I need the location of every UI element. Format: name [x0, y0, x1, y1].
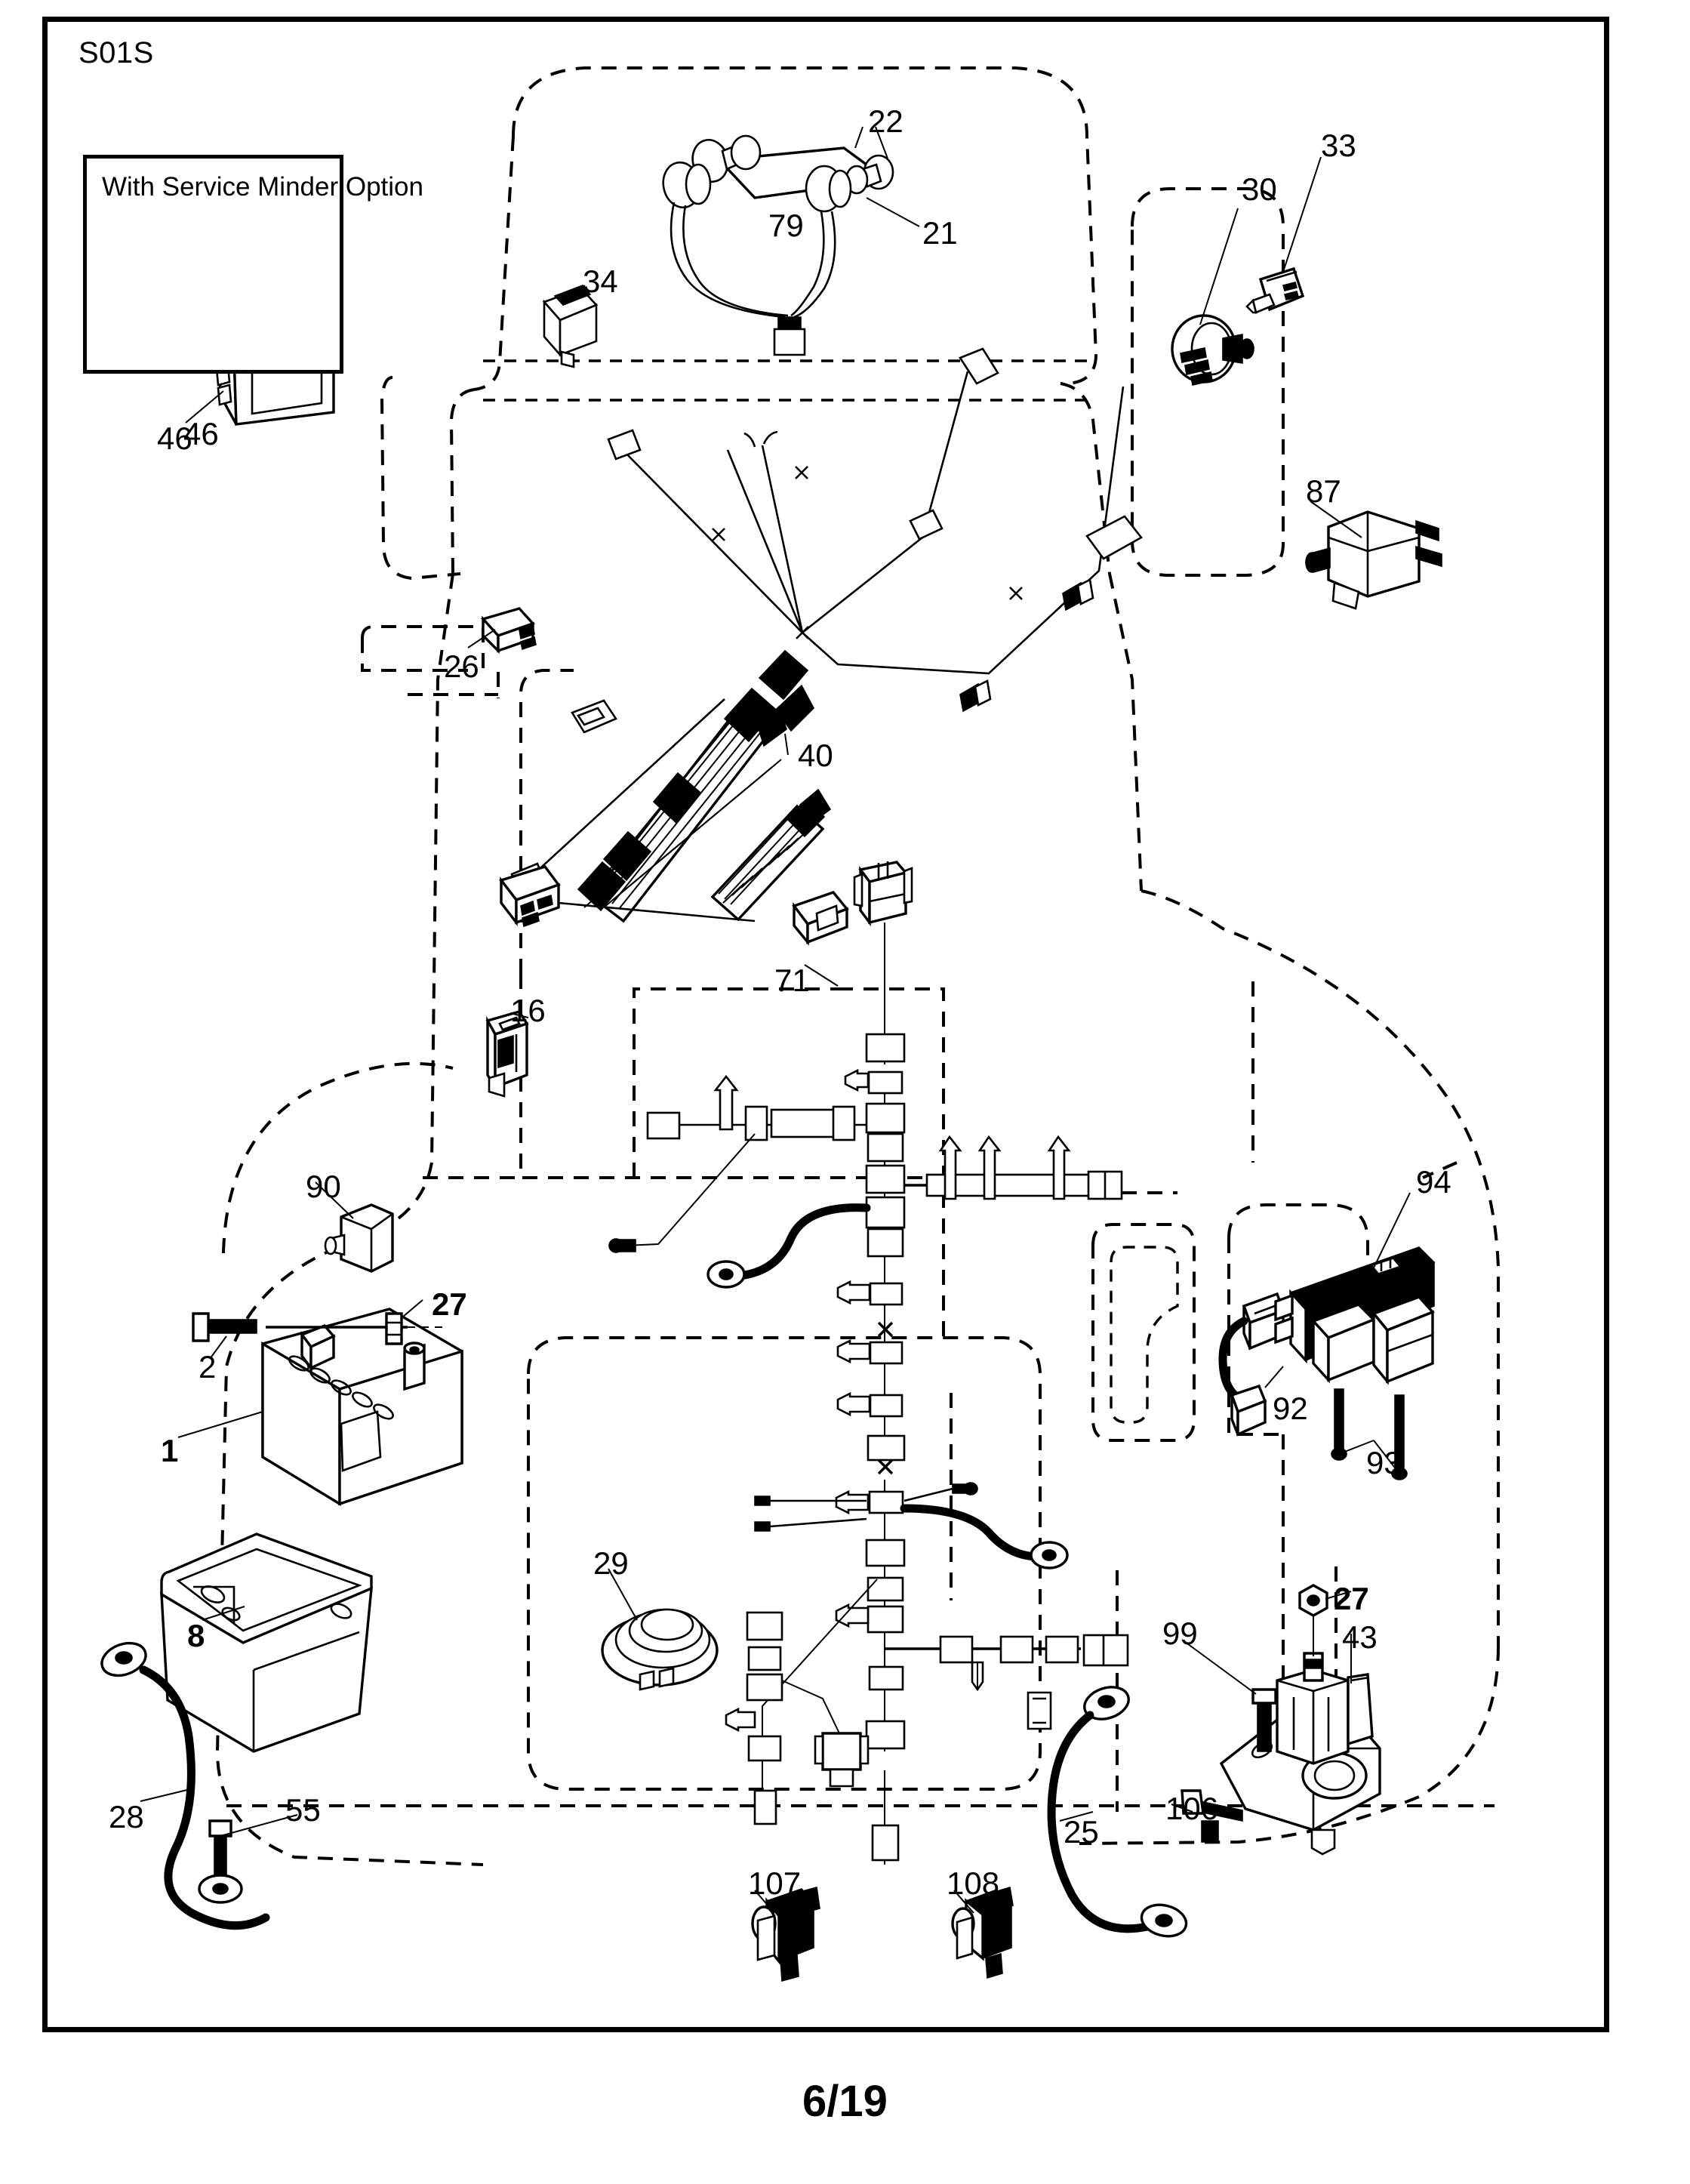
callout-service-minder-module: 46 [183, 416, 219, 451]
inset-title: With Service Minder Option [102, 172, 423, 202]
callout-headlight-harness: 79 [768, 208, 804, 243]
callout-battery: 1 [161, 1433, 179, 1468]
callout-ground-bolt: 55 [285, 1792, 321, 1828]
callout-switch-assembly: 94 [1416, 1164, 1451, 1200]
callout-headlight-bulb: 22 [868, 103, 903, 139]
service-minder-inset: With Service Minder Option [83, 155, 423, 374]
callout-horn: 29 [593, 1545, 629, 1581]
callout-starter-solenoid: 43 [1342, 1619, 1378, 1655]
callout-harness-assembly: 71 [774, 963, 810, 998]
callout-ignition-switch: 30 [1242, 171, 1277, 207]
callout-connector: 26 [444, 648, 479, 684]
callout-main-wiring-harness: 40 [798, 738, 833, 773]
callout-terminal: 106 [1165, 1791, 1219, 1826]
callout-battery-bolt: 2 [199, 1349, 217, 1385]
callout-connector-lead: 92 [1273, 1391, 1308, 1426]
callout-service-minder-module: 46 [157, 420, 192, 456]
callout-safety-switch: 107 [748, 1865, 802, 1901]
page-number: 6/19 [802, 2077, 888, 2126]
callout-ignition-key: 33 [1321, 128, 1356, 163]
callout-rocker-switch: 34 [583, 263, 618, 299]
callout-battery-cable: 25 [1064, 1814, 1099, 1850]
callout-ground-cable: 28 [109, 1799, 144, 1834]
callout-interlock-switch: 108 [947, 1865, 1000, 1901]
callout-fuse-holder: 16 [510, 993, 546, 1028]
callout-screw: 99 [1162, 1616, 1198, 1651]
callout-battery-hold-down-nut: 27 [432, 1286, 467, 1322]
callout-headlight-socket: 21 [922, 215, 958, 251]
sheet-code-label: S01S [78, 36, 154, 69]
callout-nut: 27 [1334, 1581, 1369, 1616]
callout-battery-tray: 8 [187, 1618, 205, 1653]
callout-screw: 93 [1366, 1445, 1402, 1480]
callout-relay: 87 [1306, 473, 1341, 509]
callout-diode: 90 [306, 1169, 341, 1204]
